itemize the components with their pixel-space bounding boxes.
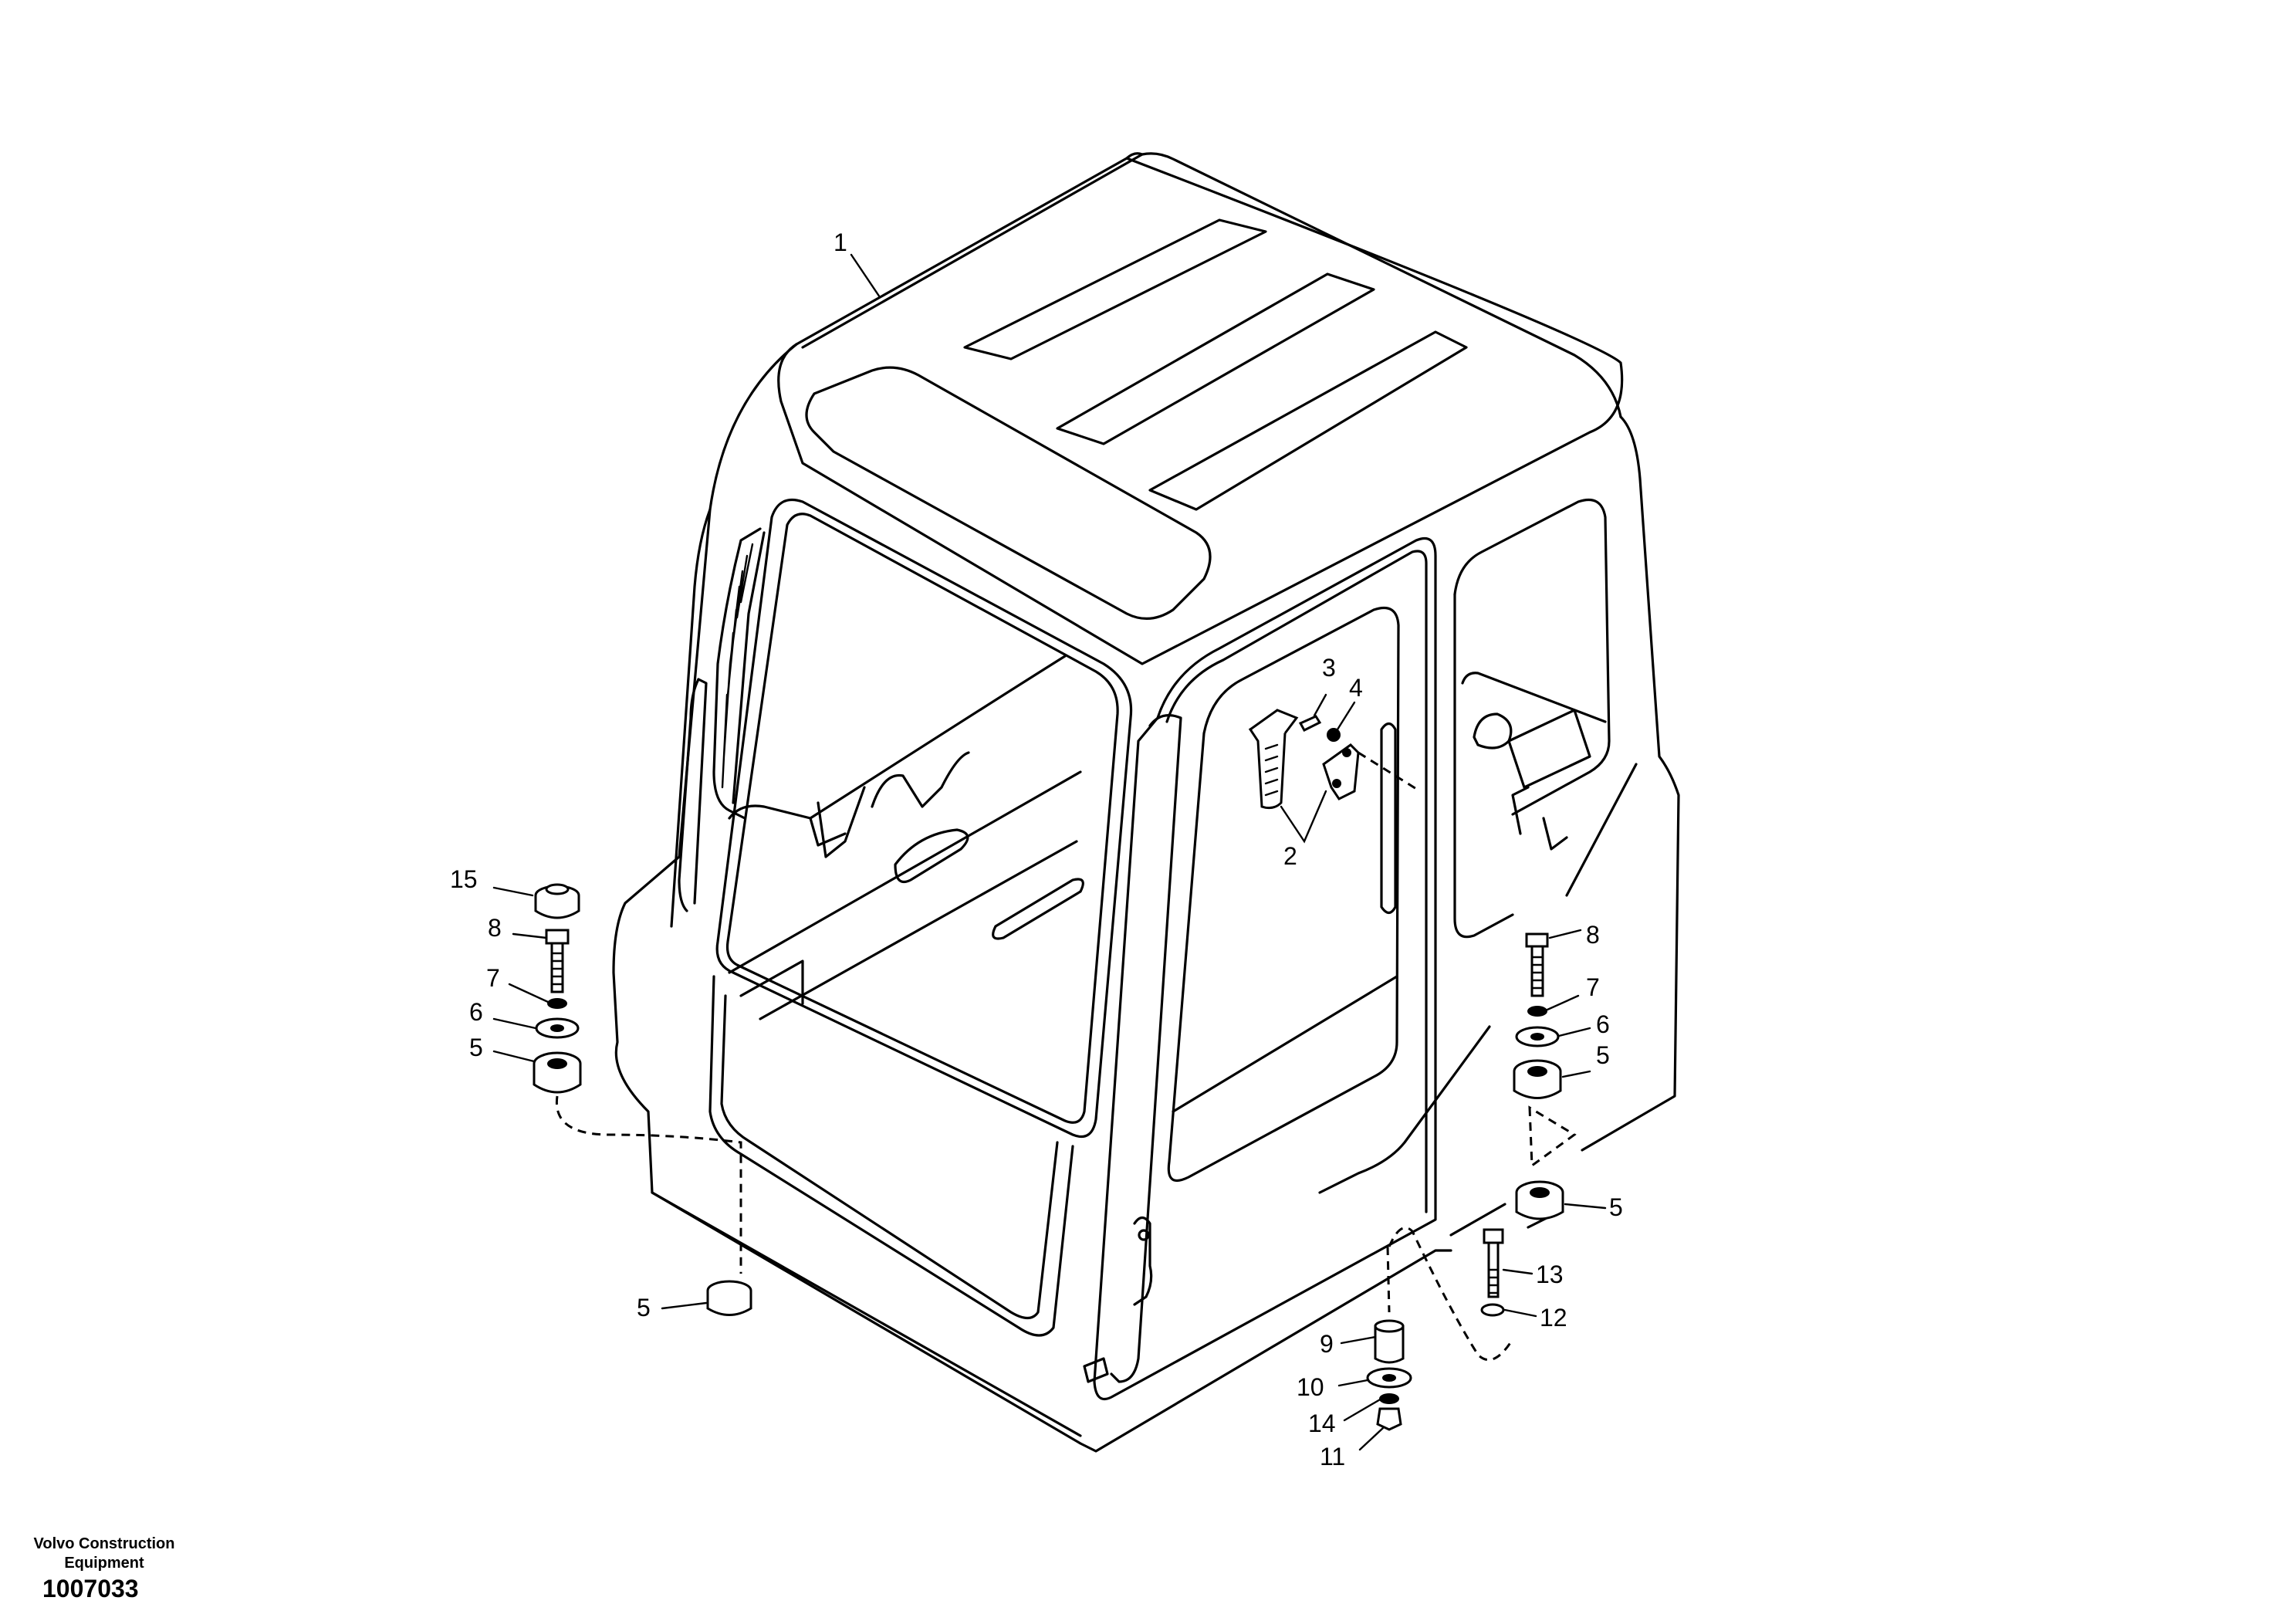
callout-label: 14 — [1308, 1409, 1336, 1437]
callout-label: 5 — [469, 1034, 483, 1061]
bottom-hardware — [1337, 1227, 1537, 1451]
callout-label: 7 — [1586, 973, 1600, 1001]
callout-label: 3 — [1322, 654, 1336, 682]
callout-label: 2 — [1283, 842, 1297, 870]
lower-left-mount — [661, 1280, 752, 1316]
callout-label: 1 — [834, 228, 847, 256]
callout-label: 12 — [1540, 1304, 1567, 1332]
callout-label: 10 — [1297, 1373, 1324, 1401]
cab-body — [612, 152, 1680, 1453]
door-latch-assembly — [1248, 693, 1421, 844]
callout-label: 5 — [637, 1294, 651, 1322]
callout-label: 13 — [1536, 1261, 1564, 1288]
callout-label: 4 — [1349, 674, 1363, 702]
callout-label: 11 — [1320, 1443, 1345, 1470]
callout-label: 6 — [1596, 1010, 1610, 1038]
callout-1-leader — [850, 253, 881, 299]
callout-labels: 1 2 3 4 15 8 7 6 5 8 7 6 5 5 5 13 12 9 1… — [450, 228, 1623, 1470]
callout-label: 15 — [450, 865, 478, 893]
callout-label: 6 — [469, 998, 483, 1026]
left-mount-stack — [492, 883, 742, 1274]
callout-label: 7 — [486, 964, 500, 992]
callout-label: 8 — [488, 914, 502, 942]
callout-label: 5 — [1596, 1041, 1610, 1069]
manufacturer-label: Volvo Construction Equipment — [33, 1535, 175, 1572]
callout-label: 9 — [1320, 1330, 1334, 1358]
document-number: 1007033 — [42, 1575, 139, 1602]
callout-label: 5 — [1609, 1193, 1623, 1221]
callout-label: 8 — [1586, 921, 1600, 949]
right-mount-stack — [1513, 929, 1607, 1220]
